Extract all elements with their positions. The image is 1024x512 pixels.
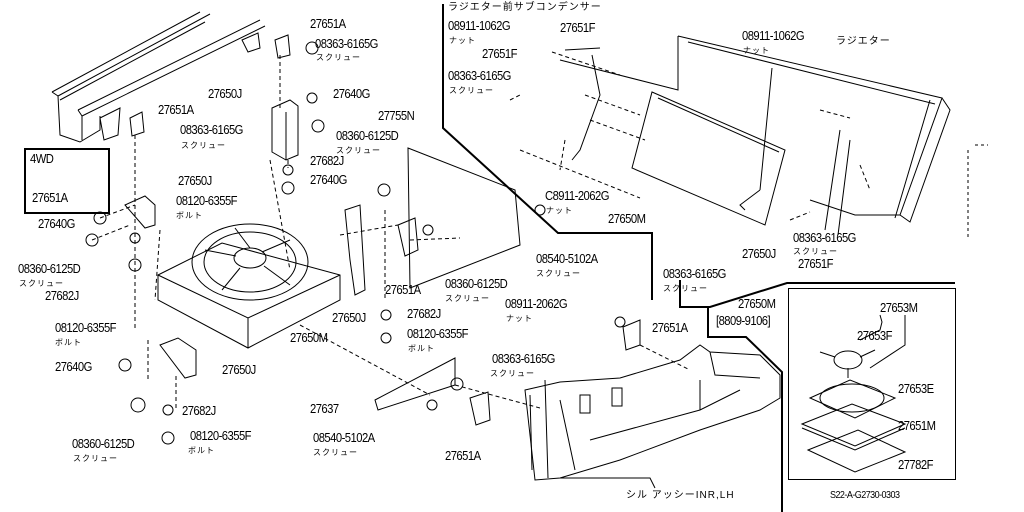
part-label: 27682J — [45, 289, 79, 303]
part-label: 27653M — [880, 301, 918, 315]
part-sub-label: スクリュー — [445, 294, 490, 303]
part-sub-label: スクリュー — [449, 86, 494, 95]
group-4wd-title: 4WD — [30, 152, 54, 166]
part-label: 27651M — [898, 419, 936, 433]
part-label: 27682J — [407, 307, 441, 321]
group-4wd-box — [24, 148, 110, 214]
part-label: 08363-6165G — [180, 123, 243, 137]
part-label: 27651A — [158, 103, 194, 117]
part-label: 27651F — [560, 21, 595, 35]
sill-inner — [524, 344, 781, 489]
inset-box — [788, 288, 956, 480]
part-label: 27651A — [310, 17, 346, 31]
dashed-leaders — [91, 55, 691, 410]
part-label: 08360-6125D — [18, 262, 81, 276]
part-label: 08363-6165G — [793, 231, 856, 245]
part-sub-label: ナット — [743, 46, 770, 55]
part-label: 08540-5102A — [313, 431, 375, 445]
date-range-label: [8809-9106] — [716, 314, 771, 328]
group-4wd-part: 27651A — [32, 191, 68, 205]
part-label: 08360-6125D — [445, 277, 508, 291]
sill-label: シル アッシーINR,LH — [626, 490, 735, 501]
part-sub-label: ボルト — [408, 344, 435, 353]
part-sub-label: ナット — [449, 36, 476, 45]
part-label: 27650M — [290, 331, 328, 345]
sub-condenser — [564, 47, 786, 226]
cropped-part — [967, 144, 988, 240]
part-label: 27653F — [857, 329, 892, 343]
inset-fan-motor — [800, 314, 907, 473]
part-label: 27651A — [385, 283, 421, 297]
part-sub-label: スクリュー — [336, 146, 381, 155]
part-label: 08120-6355F — [55, 321, 117, 335]
section-dividers — [442, 4, 955, 512]
sub-condenser-label: ラジエター前サブコンデンサー — [448, 2, 602, 13]
part-sub-label: スクリュー — [316, 53, 361, 62]
part-label: 08911-1062G — [448, 19, 511, 33]
part-label: 08540-5102A — [536, 252, 598, 266]
part-label: 08911-2062G — [505, 297, 568, 311]
part-label: 27651A — [445, 449, 481, 463]
part-sub-label: スクリュー — [181, 141, 226, 150]
frame-beam — [51, 11, 266, 143]
part-label: 27640G — [310, 173, 347, 187]
part-label: 27637 — [310, 402, 339, 416]
part-label: 27651F — [482, 47, 517, 61]
part-label: 27650M — [738, 297, 776, 311]
part-label: 27755N — [378, 109, 415, 123]
part-sub-label: スクリュー — [73, 454, 118, 463]
radiator-leaders — [509, 51, 871, 221]
part-label: 27651A — [652, 321, 688, 335]
part-label: 27650J — [742, 247, 776, 261]
part-label: 27650J — [222, 363, 256, 377]
part-label: 27640G — [55, 360, 92, 374]
part-label: 08360-6125D — [336, 129, 399, 143]
part-label: 27650J — [208, 87, 242, 101]
part-label: 27653E — [898, 382, 934, 396]
part-sub-label: スクリュー — [490, 369, 535, 378]
part-label: 08120-6355F — [176, 194, 238, 208]
part-label: 08363-6165G — [663, 267, 726, 281]
part-label: 27650J — [178, 174, 212, 188]
radiator — [559, 35, 951, 236]
part-label: 27682J — [310, 154, 344, 168]
part-sub-label: ボルト — [55, 338, 82, 347]
part-sub-label: ナット — [506, 314, 533, 323]
part-label: 27640G — [333, 87, 370, 101]
part-sub-label: ボルト — [176, 211, 203, 220]
part-label: 08360-6125D — [72, 437, 135, 451]
part-label: 08363-6165G — [492, 352, 555, 366]
part-label: 08363-6165G — [315, 37, 378, 51]
part-label: 27650M — [608, 212, 646, 226]
part-label: 27651F — [798, 257, 833, 271]
part-label: 27782F — [898, 458, 933, 472]
part-sub-label: ボルト — [188, 446, 215, 455]
radiator-label: ラジエター — [836, 36, 891, 47]
part-sub-label: ナット — [546, 206, 573, 215]
part-sub-label: スクリュー — [19, 279, 64, 288]
part-label: 27682J — [182, 404, 216, 418]
part-label: 27640G — [38, 217, 75, 231]
part-sub-label: スクリュー — [536, 269, 581, 278]
part-label: 08120-6355F — [407, 327, 469, 341]
part-sub-label: スクリュー — [313, 448, 358, 457]
part-label: C8911-2062G — [545, 189, 609, 203]
diagram-code: S22-A-G2730-0303 — [830, 490, 900, 501]
part-label: 08120-6355F — [190, 429, 252, 443]
part-label: 08363-6165G — [448, 69, 511, 83]
part-sub-label: スクリュー — [793, 247, 838, 256]
part-label: 27650J — [332, 311, 366, 325]
fan-shroud — [157, 223, 341, 349]
part-sub-label: スクリュー — [663, 284, 708, 293]
part-label: 08911-1062G — [742, 29, 805, 43]
